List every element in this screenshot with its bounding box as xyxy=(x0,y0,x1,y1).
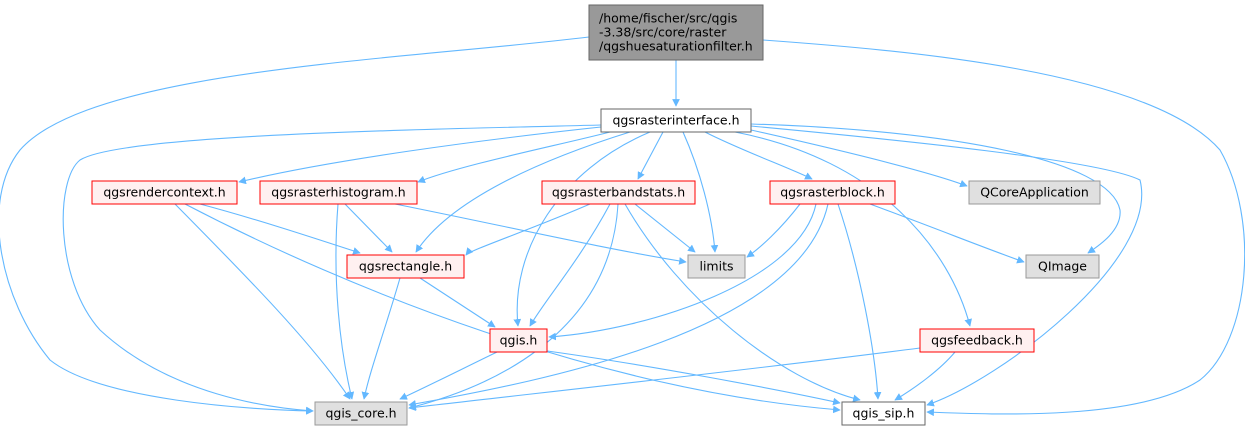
edge-qgsrendercontext-to-qgis-core xyxy=(174,203,351,400)
node-box xyxy=(489,328,548,353)
edge-qgsrasterblock-to-qgis xyxy=(548,203,817,341)
node-qgsrasterbandstats[interactable]: qgsrasterbandstats.h xyxy=(541,180,696,205)
edge-root-to-qgis-core xyxy=(0,36,590,415)
node-label: qgsrasterhistogram.h xyxy=(271,185,405,200)
node-qcoreapplication[interactable]: QCoreApplication xyxy=(968,180,1101,205)
node-qgsrasterblock[interactable]: qgsrasterblock.h xyxy=(769,180,896,205)
edge-root-to-qgis-sip xyxy=(762,39,1245,417)
node-box xyxy=(968,180,1101,205)
edge-qgsrasterhistogram-to-qgis-core xyxy=(335,203,355,400)
node-qgsrasterinterface[interactable]: qgsrasterinterface.h xyxy=(600,108,752,133)
node-label: qgsrendercontext.h xyxy=(103,185,225,200)
edge-qgsrasterinterface-to-qgsrasterblock xyxy=(704,131,813,180)
edge-qgsrasterinterface-to-qgsrasterbandstats xyxy=(637,131,664,180)
edge-qgsrasterinterface-to-limits xyxy=(682,131,719,253)
node-label: qgsrasterblock.h xyxy=(780,185,885,200)
node-root: /home/fischer/src/qgis-3.38/src/core/ras… xyxy=(588,4,764,61)
edge-qgis-to-qgis-sip xyxy=(539,349,841,406)
edge-qgsrendercontext-to-qgis-sip xyxy=(184,203,841,414)
edge-qgsfeedback-to-qgis-sip xyxy=(894,351,956,401)
edge-qgsrasterbandstats-to-qgis-sip xyxy=(624,203,861,403)
node-qgsrendercontext[interactable]: qgsrendercontext.h xyxy=(91,180,238,205)
node-qgsfeedback[interactable]: qgsfeedback.h xyxy=(919,328,1035,353)
node-label: /qgshuesaturationfilter.h xyxy=(599,39,753,54)
edges-layer xyxy=(0,36,1245,417)
edge-qgsrasterbandstats-to-qgsrectangle xyxy=(465,203,591,256)
edge-qgsfeedback-to-qgis-core xyxy=(408,347,921,412)
node-box xyxy=(687,254,746,279)
node-label: qgis.h xyxy=(500,333,538,348)
edge-qgsrasterinterface-to-qcoreapplication xyxy=(750,129,968,188)
edge-qgsrasterblock-to-qimage xyxy=(869,203,1025,264)
edge-qgsrasterinterface-to-qgis-core xyxy=(62,124,602,415)
node-qgis-sip[interactable]: qgis_sip.h xyxy=(841,401,926,426)
edge-qgsrasterblock-to-limits xyxy=(746,203,801,258)
edge-qgsrasterbandstats-to-qgis xyxy=(529,203,611,327)
node-label: /home/fischer/src/qgis xyxy=(599,11,737,26)
nodes-layer: /home/fischer/src/qgis-3.38/src/core/ras… xyxy=(91,4,1101,426)
node-box xyxy=(919,328,1035,353)
edge-qgsrendercontext-to-qgsrectangle xyxy=(199,203,361,255)
node-box xyxy=(588,4,764,61)
node-box xyxy=(1025,254,1100,279)
edge-qgsrasterbandstats-to-limits xyxy=(634,203,696,253)
edge-qgsrasterinterface-to-qgis-sip xyxy=(750,125,1143,407)
node-label: limits xyxy=(699,259,733,274)
node-qgsrectangle[interactable]: qgsrectangle.h xyxy=(346,254,465,279)
edge-qgsrectangle-to-qgis xyxy=(419,277,496,328)
edge-qgsrasterblock-to-qgis-core xyxy=(408,203,829,408)
edge-qgsrectangle-to-qgis-core xyxy=(361,277,401,400)
node-box xyxy=(600,108,752,133)
node-label: qgsrasterbandstats.h xyxy=(552,185,685,200)
edge-qgis-to-qgis-core xyxy=(399,351,498,400)
node-label: qgsfeedback.h xyxy=(931,333,1023,348)
edge-qgsrasterinterface-to-qgsrasterhistogram xyxy=(417,131,611,183)
node-box xyxy=(841,401,926,426)
node-qgis-core[interactable]: qgis_core.h xyxy=(314,401,408,426)
edge-qgsrasterinterface-to-qimage xyxy=(750,123,1121,254)
edge-qgsrasterinterface-to-qgsrectangle xyxy=(415,131,631,253)
edge-qgsrasterblock-to-qgis-sip xyxy=(837,203,882,400)
node-label: qgis_core.h xyxy=(325,406,396,421)
node-box xyxy=(769,180,896,205)
edge-qgsrasterhistogram-to-limits xyxy=(394,203,687,265)
node-label: qgis_sip.h xyxy=(853,406,915,421)
node-label: QImage xyxy=(1038,259,1087,274)
edge-qgsrasterinterface-to-qgsfeedback xyxy=(734,131,972,327)
node-label: -3.38/src/core/raster xyxy=(599,25,727,40)
node-label: qgsrectangle.h xyxy=(359,259,452,274)
node-box xyxy=(346,254,465,279)
edge-qgsrasterhistogram-to-qgsrectangle xyxy=(344,203,393,253)
node-label: QCoreApplication xyxy=(980,185,1089,200)
node-qimage[interactable]: QImage xyxy=(1025,254,1100,279)
node-box xyxy=(91,180,238,205)
node-box xyxy=(259,180,418,205)
node-limits[interactable]: limits xyxy=(687,254,746,279)
node-qgis[interactable]: qgis.h xyxy=(489,328,548,353)
edge-qgsrasterinterface-to-qgsrendercontext xyxy=(238,126,602,185)
edge-qgsrasterinterface-to-qgis xyxy=(513,131,651,327)
node-label: qgsrasterinterface.h xyxy=(612,113,739,128)
node-box xyxy=(541,180,696,205)
node-box xyxy=(314,401,408,426)
node-qgsrasterhistogram[interactable]: qgsrasterhistogram.h xyxy=(259,180,418,205)
